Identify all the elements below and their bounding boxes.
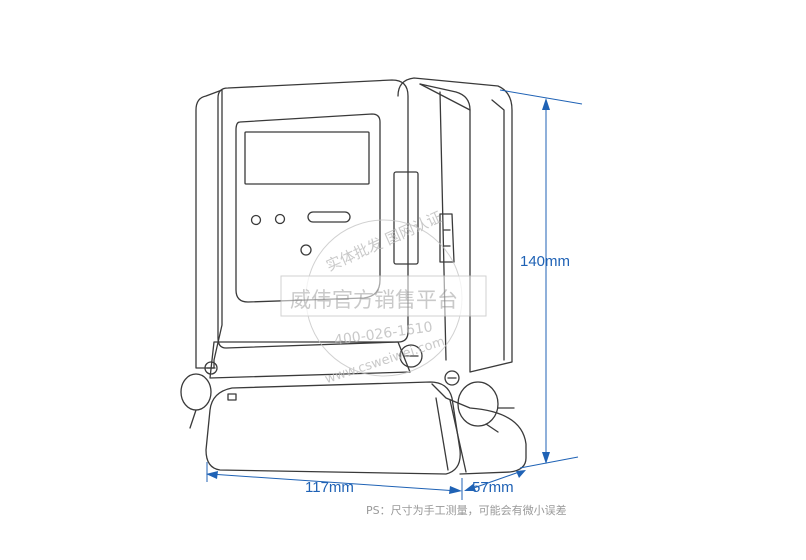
side-connector (393, 171, 419, 265)
width-dimension-line (209, 473, 459, 492)
display-screw (300, 244, 312, 256)
height-arrow-top (542, 98, 550, 110)
depth-label: 57mm (472, 479, 514, 496)
width-arrow-right (449, 486, 462, 494)
watermark-top-arc: 实体批发 国网认证 (323, 208, 444, 275)
seal-wire-left (189, 409, 197, 429)
seal-knob-left (180, 373, 212, 411)
side-clip (439, 213, 455, 263)
height-arrow-bottom (542, 452, 550, 464)
side-rib (439, 91, 447, 361)
side-panel-inner-edge (419, 83, 471, 111)
terminal-screw-front (399, 344, 423, 368)
side-flange (491, 99, 505, 361)
width-label: 117mm (305, 479, 354, 496)
watermark: 实体批发 国网认证 威伟官方销售平台 400-026-1610 www.cswe… (280, 208, 487, 387)
measurement-note: PS：尺寸为手工测量，可能会有微小误差 (366, 504, 567, 517)
watermark-brand: 威伟官方销售平台 (290, 288, 458, 312)
display-window-outer (235, 113, 381, 303)
terminal-screw-right (444, 370, 460, 386)
height-extension-top (499, 89, 583, 105)
seal-knob-right (457, 381, 499, 427)
indicator-led-2 (274, 213, 286, 225)
width-arrow-left (206, 471, 218, 479)
height-extension-bottom (519, 456, 579, 469)
terminal-cover (205, 381, 461, 475)
height-label: 140mm (520, 253, 570, 270)
terminal-cover-side (431, 383, 527, 475)
seal-wire-right (485, 407, 515, 433)
depth-arrow-right (516, 470, 526, 478)
depth-arrow-left (464, 484, 476, 491)
optical-port (307, 211, 351, 223)
meter-side-panel (397, 77, 513, 373)
depth-dimension-line (467, 470, 523, 491)
vent-mark (227, 393, 237, 401)
meter-back-housing (195, 89, 223, 369)
side-clip-notch (443, 229, 451, 247)
lcd-screen (244, 131, 370, 185)
terminal-screw-left (204, 361, 218, 375)
indicator-led-1 (250, 214, 262, 226)
watermark-band (280, 275, 487, 317)
